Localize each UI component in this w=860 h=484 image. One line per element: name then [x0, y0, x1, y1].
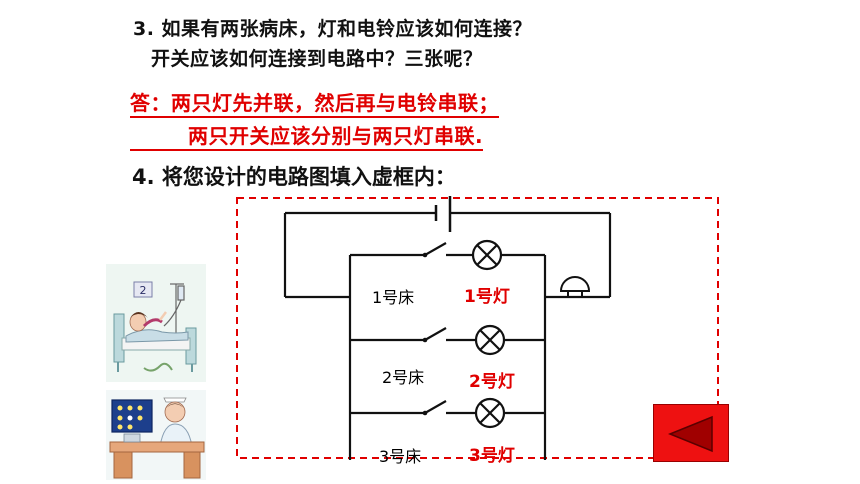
- answer-line-1-text: 答：两只灯先并联，然后再与电铃串联；: [130, 91, 499, 118]
- bed-1-label: 1号床: [372, 288, 415, 307]
- answer-line-2-text: 两只开关应该分别与两只灯串联.: [130, 124, 484, 151]
- lamp-2-label: 2号灯: [469, 372, 515, 392]
- call-cord: [143, 362, 173, 372]
- lamp-1-icon: [471, 239, 503, 271]
- switch-2-pivot: [422, 337, 428, 343]
- dashed-frame: [236, 197, 719, 459]
- switch-1-blade: [424, 242, 447, 256]
- hospital-bed-icon: [113, 313, 197, 372]
- lamp-1-label: 1号灯: [464, 287, 510, 307]
- bed-number-text: 2: [140, 284, 147, 297]
- switch-3-pivot: [422, 410, 428, 416]
- answer-line-2: 两只开关应该分别与两只灯串联.: [130, 120, 484, 151]
- switch-1-pivot: [422, 252, 428, 258]
- question-3-line-1: 3. 如果有两张病床，灯和电铃应该如何连接？: [133, 18, 533, 40]
- bed-number-sign: 2: [133, 281, 153, 298]
- bed-3-label: 3号床: [379, 447, 422, 466]
- lamp-3-icon: [474, 397, 506, 429]
- switch-2-blade: [424, 327, 447, 341]
- nurse-desk: [109, 433, 205, 479]
- switch-3-blade: [424, 400, 447, 414]
- question-4: 4. 将您设计的电路图填入虚框内：: [132, 165, 456, 189]
- bell-icon: [559, 276, 591, 297]
- patient-figure: [129, 311, 167, 332]
- nurse-figure: [159, 397, 193, 447]
- back-button[interactable]: [653, 404, 729, 462]
- answer-line-1: 答：两只灯先并联，然后再与电铃串联；: [130, 87, 499, 118]
- bed-2-label: 2号床: [382, 368, 425, 387]
- call-monitor-panel-icon: [111, 399, 153, 433]
- hospital-illustration: 2: [106, 264, 206, 480]
- lamp-3-label: 3号灯: [469, 446, 515, 466]
- triangle-left-icon: [668, 415, 713, 453]
- question-3-line-2: 开关应该如何连接到电路中？三张呢？: [151, 48, 483, 70]
- lamp-2-icon: [474, 324, 506, 356]
